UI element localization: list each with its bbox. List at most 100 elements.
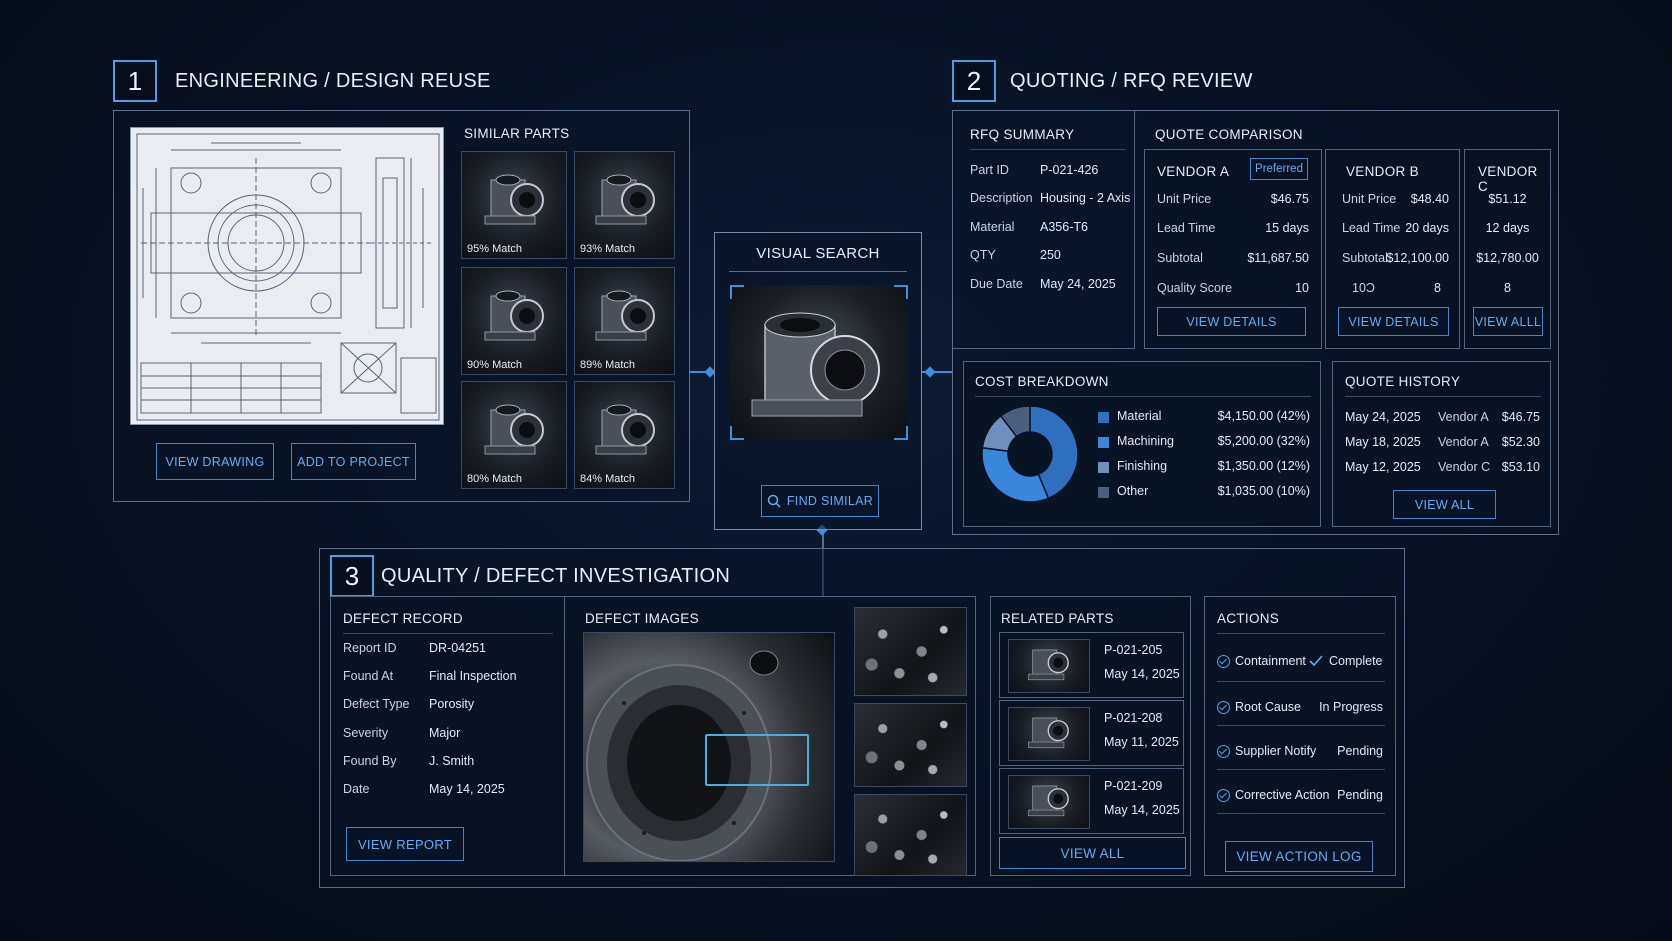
related-parts-title: RELATED PARTS — [1001, 611, 1114, 626]
defect-thumb[interactable] — [854, 703, 967, 787]
similar-part-thumb[interactable]: 80% Match — [461, 381, 567, 489]
vendor-c-view-all-button[interactable]: VIEW ALLL — [1473, 307, 1543, 336]
find-similar-button[interactable]: FIND SIMILAR — [761, 485, 879, 517]
defect-record: DEFECT RECORD Report ID DR-04251 Found A… — [330, 596, 564, 876]
frame-corner — [894, 426, 908, 440]
match-label: 90% Match — [467, 359, 523, 371]
quote-history-title: QUOTE HISTORY — [1345, 374, 1461, 389]
cost-item-name: Finishing — [1117, 459, 1168, 473]
section-title-quality: QUALITY / DEFECT INVESTIGATION — [381, 565, 731, 587]
part-icon — [1028, 717, 1069, 748]
connector-line — [690, 371, 715, 373]
action-name: Supplier Notify — [1235, 744, 1317, 758]
quote-comparison-title: QUOTE COMPARISON — [1155, 127, 1303, 142]
cost-donut-chart — [981, 405, 1079, 503]
divider — [1217, 813, 1385, 814]
frame-corner — [894, 285, 908, 299]
divider — [343, 633, 553, 634]
vendor-value: $46.75 — [1270, 192, 1309, 206]
defect-key: Found At — [343, 669, 394, 683]
history-price: $53.10 — [1501, 460, 1540, 474]
history-vendor: Vendor A — [1438, 435, 1489, 449]
related-part-item[interactable]: P-021-209 May 14, 2025 — [999, 768, 1184, 834]
part-icon — [595, 174, 655, 225]
similar-part-thumb[interactable]: 84% Match — [574, 381, 675, 489]
view-report-button[interactable]: VIEW REPORT — [346, 827, 464, 861]
history-price: $52.30 — [1501, 435, 1540, 449]
vendor-value: 20 days — [1405, 221, 1449, 235]
rfq-summary-title: RFQ SUMMARY — [970, 127, 1075, 142]
connector-line — [922, 371, 952, 373]
defect-key: Report ID — [343, 641, 397, 655]
defect-part-image — [586, 650, 779, 861]
vendor-a-name: VENDOR A — [1157, 164, 1230, 179]
match-label: 89% Match — [580, 359, 636, 371]
search-icon — [767, 494, 781, 508]
cost-item-name: Material — [1117, 409, 1162, 423]
related-part-id: P-021-205 — [1104, 643, 1163, 657]
similar-part-thumb[interactable]: 95% Match — [461, 151, 567, 259]
vendor-key: Lead Time — [1342, 221, 1401, 235]
view-drawing-button[interactable]: VIEW DRAWING — [156, 443, 274, 480]
defect-value: Major — [429, 726, 461, 740]
related-parts-view-all-button[interactable]: VIEW ALL — [999, 837, 1186, 869]
donut-slice — [1029, 405, 1079, 500]
vendor-c-card: VENDOR C $51.12 12 days $12,780.00 8 VIE… — [1464, 149, 1551, 349]
vendor-a-view-details-button[interactable]: VIEW DETAILS — [1157, 307, 1306, 336]
engineering-drawing[interactable] — [130, 127, 444, 425]
cost-item-value: $1,035.00 (10%) — [1217, 484, 1310, 498]
donut-slice — [981, 446, 1050, 503]
defect-value: DR-04251 — [429, 641, 486, 655]
add-to-project-button[interactable]: ADD TO PROJECT — [291, 443, 416, 480]
vendor-key: Quality Score — [1157, 281, 1233, 295]
legend-swatch — [1098, 437, 1109, 448]
section-title-quoting: QUOTING / RFQ REVIEW — [1010, 70, 1253, 92]
cost-item-value: $4,150.00 (42%) — [1217, 409, 1310, 423]
divider — [1217, 725, 1385, 726]
defect-thumb[interactable] — [854, 794, 967, 876]
defect-thumb[interactable] — [854, 607, 967, 696]
defect-main-image[interactable] — [583, 632, 835, 862]
related-part-item[interactable]: P-021-205 May 14, 2025 — [999, 632, 1184, 698]
vendor-key: Subtotal — [1157, 251, 1203, 265]
find-similar-label: FIND SIMILAR — [786, 494, 874, 508]
part-icon — [1028, 649, 1069, 680]
defect-key: Severity — [343, 726, 389, 740]
check-circle-icon — [1217, 655, 1230, 668]
actions-title: ACTIONS — [1217, 611, 1280, 626]
related-part-date: May 14, 2025 — [1104, 667, 1180, 681]
match-label: 84% Match — [580, 473, 636, 485]
blueprint-drawing — [136, 133, 440, 421]
quoting-panel: RFQ SUMMARY Part ID P-021-426 Descriptio… — [952, 110, 1559, 535]
related-part-thumb — [1008, 775, 1090, 829]
action-name: Containment — [1235, 654, 1306, 668]
similar-part-thumb[interactable]: 93% Match — [574, 151, 675, 259]
part-icon — [484, 290, 544, 341]
action-name: Corrective Action — [1235, 788, 1330, 802]
section-title-engineering: ENGINEERING / DESIGN REUSE — [175, 70, 491, 92]
related-part-id: P-021-209 — [1104, 779, 1163, 793]
defect-value: Porosity — [429, 697, 475, 711]
similar-parts-title: SIMILAR PARTS — [464, 126, 570, 141]
search-image[interactable] — [730, 285, 908, 440]
vendor-b-card: VENDOR B Unit Price $48.40 Lead Time 20 … — [1325, 149, 1460, 349]
legend-swatch — [1098, 462, 1109, 473]
frame-corner — [730, 285, 744, 299]
similar-part-thumb[interactable]: 89% Match — [574, 267, 675, 375]
view-action-log-button[interactable]: VIEW ACTION LOG — [1225, 841, 1373, 872]
vendor-c-name: VENDOR C — [1478, 164, 1538, 194]
check-circle-icon — [1217, 701, 1230, 714]
quote-history-view-all-button[interactable]: VIEW ALL — [1393, 490, 1496, 519]
section-number-3: 3 — [330, 555, 374, 597]
similar-part-thumb[interactable]: 90% Match — [461, 267, 567, 375]
part-icon — [484, 404, 544, 455]
vendor-b-view-details-button[interactable]: VIEW DETAILS — [1338, 307, 1449, 336]
related-part-item[interactable]: P-021-208 May 11, 2025 — [999, 700, 1184, 766]
related-part-thumb — [1008, 639, 1090, 693]
history-vendor: Vendor C — [1438, 460, 1491, 474]
divider — [1217, 769, 1385, 770]
action-name: Root Cause — [1235, 700, 1302, 714]
connector-dot — [924, 366, 936, 378]
divider — [975, 396, 1311, 397]
history-price: $46.75 — [1501, 410, 1540, 424]
